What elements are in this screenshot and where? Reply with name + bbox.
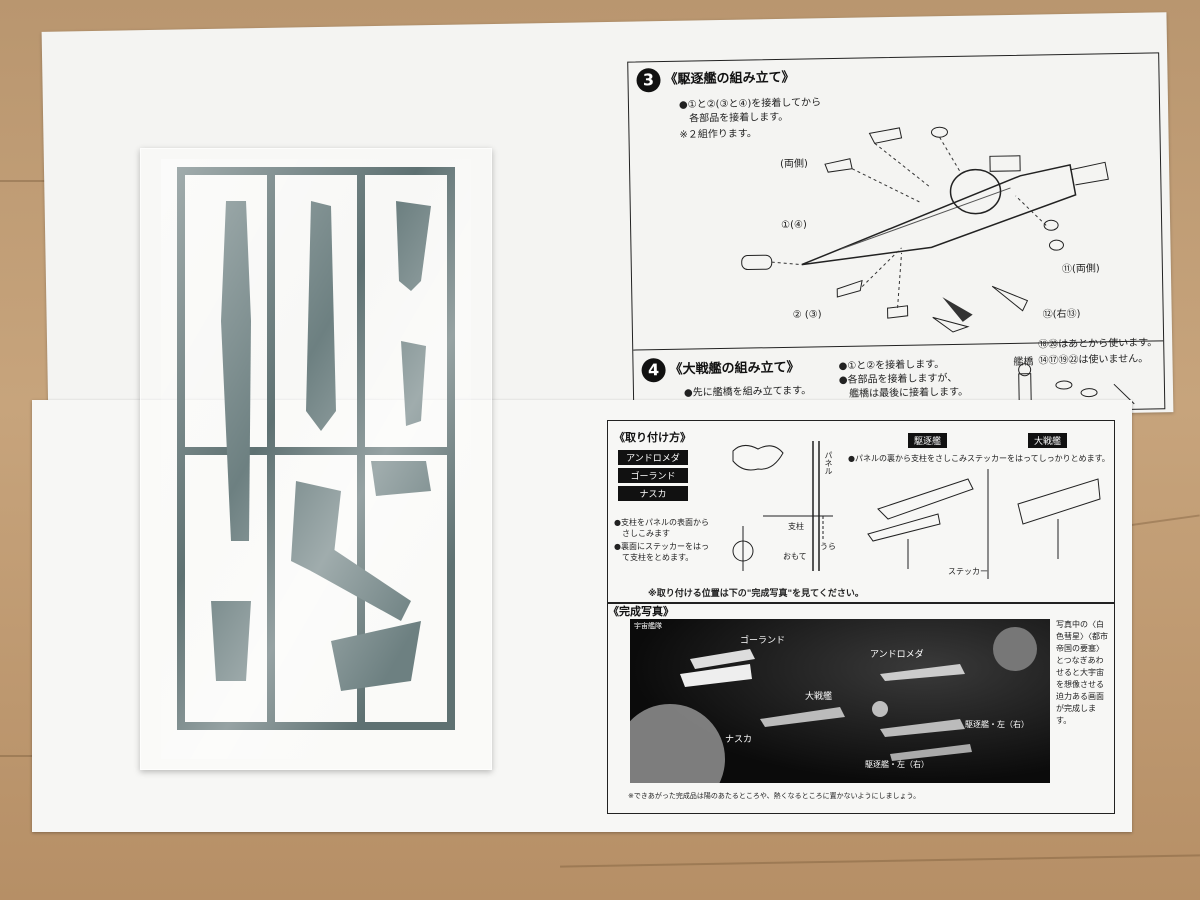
step4-number: 4 xyxy=(641,358,666,383)
label-front: おもて xyxy=(783,552,807,561)
position-note: ※取り付ける位置は下の"完成写真"を見てください。 xyxy=(648,589,864,599)
label-back: うら xyxy=(820,542,836,551)
photo-footer: ※できあがった完成品は陽のあたるところや、熱くなるところに置かないようにしましょ… xyxy=(628,792,921,800)
mount-step: ●裏面にステッカーをはっ xyxy=(614,542,709,551)
step4-instruction: 艦橋は最後に接着します。 xyxy=(848,386,969,400)
photo-label: アンドロメダ xyxy=(870,650,924,660)
photo-scene xyxy=(630,627,1037,783)
photo-label: ゴーランド xyxy=(740,636,786,646)
assembly-steps-frame: 3《駆逐艦の組み立て》 ●①と②(③と④)を接着してから 各部品を接着します。 … xyxy=(627,52,1166,419)
step4-instruction: ●先に艦橋を組み立てます。 xyxy=(683,385,812,399)
wood-grain-line xyxy=(0,180,45,182)
photo-label: 駆逐艦・左（右） xyxy=(865,760,929,769)
wood-grain-line xyxy=(560,854,1200,868)
photo-label: ナスカ xyxy=(725,735,753,745)
mount-title: 《取り付け方》 xyxy=(614,431,691,444)
photo-label: 宇宙艦隊 xyxy=(634,622,662,630)
photo-title: 《完成写真》 xyxy=(608,605,674,618)
panel-mount-diagram xyxy=(732,441,833,571)
stand-assembly-diagram xyxy=(867,469,1101,579)
panel-note: ●パネルの裏から支柱をさしこみステッカーをはってしっかりとめます。 xyxy=(848,454,1110,463)
wood-grain-line xyxy=(1120,514,1200,528)
wood-grain-line xyxy=(0,755,35,757)
completed-photo-frame: 《完成写真》 宇宙艦隊 ゴーランド アンドロメダ 大戦艦 ナスカ 駆逐艦・左（右… xyxy=(607,602,1115,814)
photo-side-note: 写真中の〈白色彗星〉〈都市帝国の要塞〉とつなぎあわせると大宇宙を想像させる迫力あ… xyxy=(1056,620,1108,725)
step4-title: 4《大戦艦の組み立て》 xyxy=(641,356,800,383)
battleship-tag: 大戦艦 xyxy=(1028,433,1068,448)
ship-tag: ナスカ xyxy=(618,486,688,501)
plastic-sprue xyxy=(177,167,455,730)
mount-step: さしこみます xyxy=(622,529,670,538)
photo-label: 駆逐艦・左（右） xyxy=(965,720,1029,729)
ship-tag-list: アンドロメダ ゴーランド ナスカ xyxy=(618,447,688,504)
destroyer-exploded-diagram xyxy=(741,126,1109,333)
sprue-bag xyxy=(140,148,492,770)
label-panel: パネル xyxy=(824,451,833,475)
mounting-instructions-box: 《取り付け方》 アンドロメダ ゴーランド ナスカ ●支柱をパネルの表面から さし… xyxy=(607,420,1115,604)
photo-label: 大戦艦 xyxy=(805,692,833,702)
label-sticker: ステッカー xyxy=(948,567,988,576)
mount-step: て支柱をとめます。 xyxy=(622,553,694,562)
instruction-sheet-back: 3《駆逐艦の組み立て》 ●①と②(③と④)を接着してから 各部品を接着します。 … xyxy=(41,12,1174,432)
completed-model-photo: 宇宙艦隊 ゴーランド アンドロメダ 大戦艦 ナスカ 駆逐艦・左（右） 駆逐艦・左… xyxy=(630,619,1050,783)
ship-tag: アンドロメダ xyxy=(618,450,688,465)
label-post: 支柱 xyxy=(788,522,804,531)
mount-step: ●支柱をパネルの表面から xyxy=(614,518,709,527)
ship-tag: ゴーランド xyxy=(618,468,688,483)
destroyer-tag: 駆逐艦 xyxy=(908,433,948,448)
bag-glare xyxy=(161,159,471,759)
